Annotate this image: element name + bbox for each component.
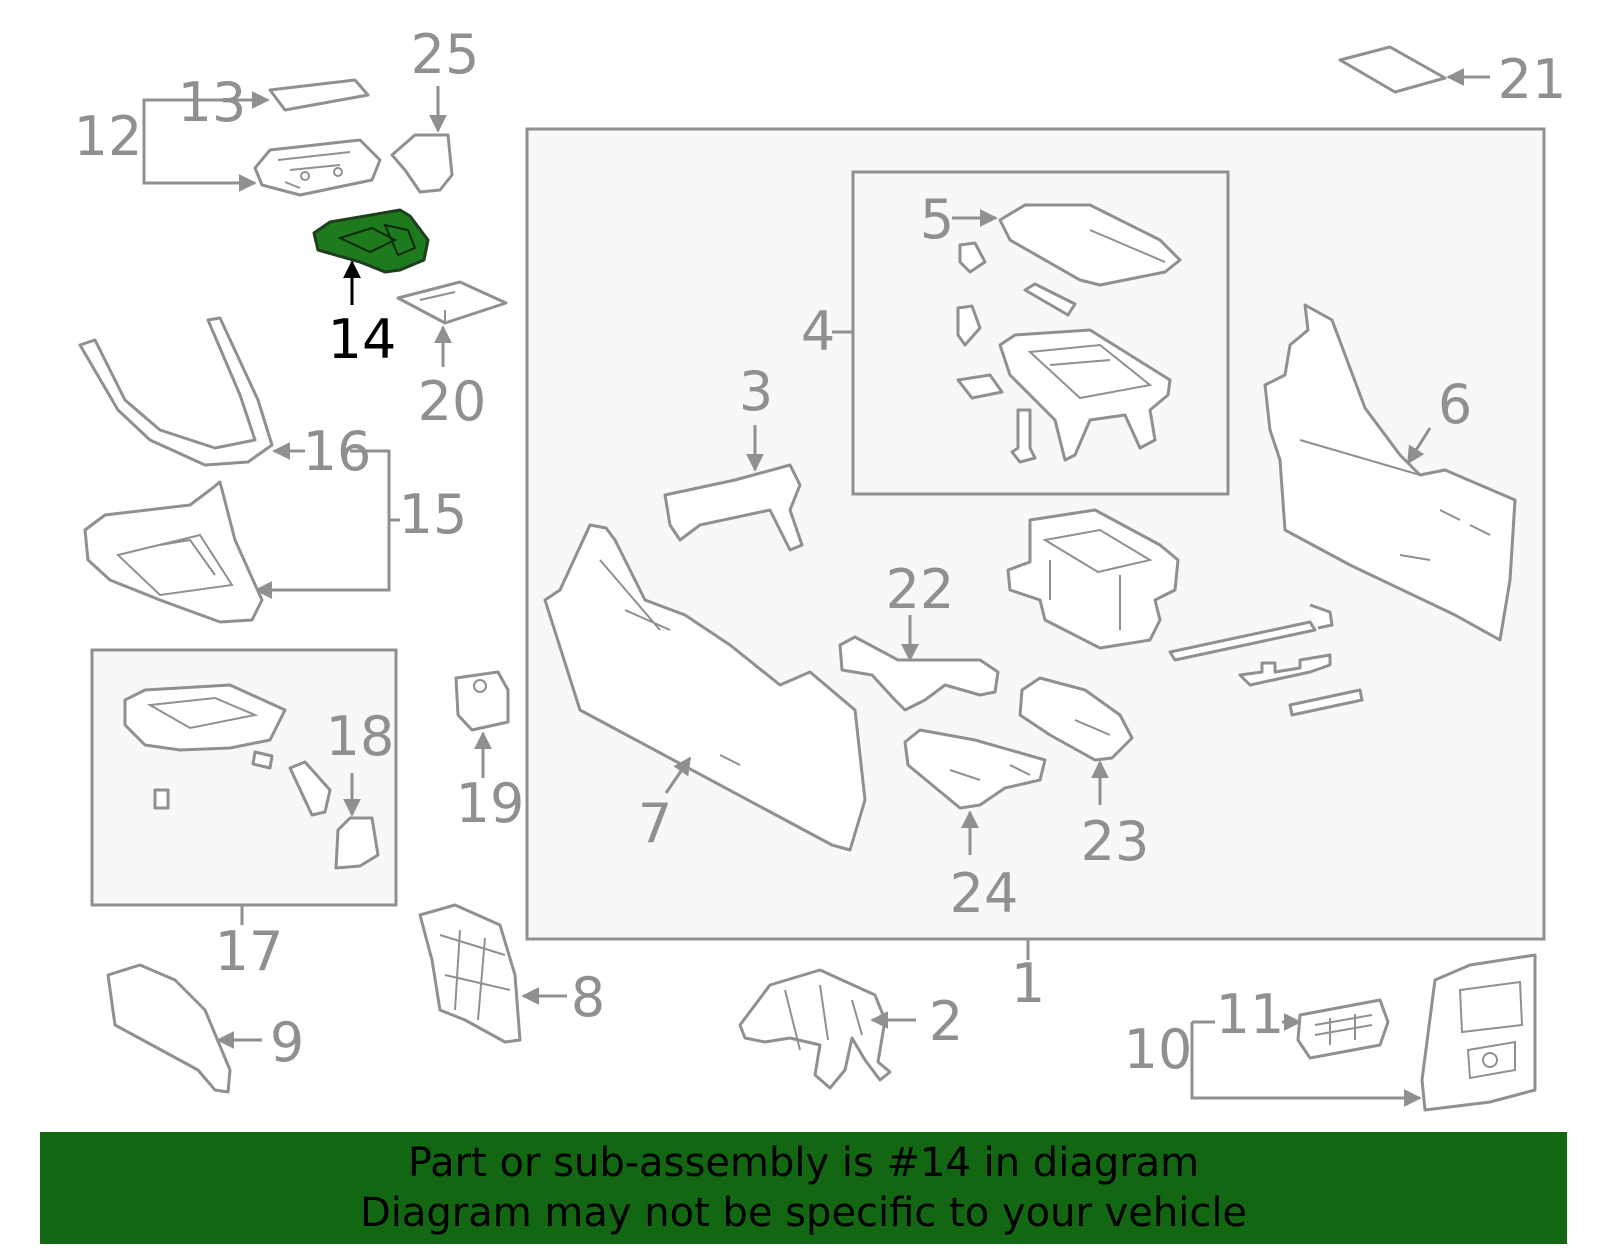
callout-9: 9 xyxy=(270,1011,304,1074)
callout-22: 22 xyxy=(886,558,955,621)
part-console-box xyxy=(1006,508,1180,650)
part-21-cover xyxy=(1338,45,1490,94)
part-22-duct xyxy=(838,615,1000,712)
part-3-bracket xyxy=(663,425,804,552)
callout-17: 17 xyxy=(215,920,284,983)
callout-16: 16 xyxy=(303,420,372,483)
part-23-duct xyxy=(1018,676,1134,805)
callout-21: 21 xyxy=(1498,48,1567,111)
callout-1: 1 xyxy=(1011,952,1045,1015)
callout-24: 24 xyxy=(950,862,1019,925)
part-17-cupholder xyxy=(123,683,332,817)
part-24-duct xyxy=(903,728,1047,855)
callout-12-bracket xyxy=(142,91,270,192)
part-11-vent xyxy=(1296,998,1390,1060)
callout-10-bracket xyxy=(1190,1013,1422,1107)
part-4-armrest-base xyxy=(956,304,1172,464)
callout-7: 7 xyxy=(638,792,672,855)
callout-5: 5 xyxy=(920,188,954,251)
callout-20: 20 xyxy=(418,370,487,433)
part-13-lid xyxy=(268,78,370,112)
callout-4: 4 xyxy=(801,300,835,363)
callout-19: 19 xyxy=(456,772,525,835)
callout-15-bracket xyxy=(254,449,400,599)
callout-2: 2 xyxy=(929,990,963,1053)
part-10-rear-panel xyxy=(1420,953,1537,1112)
part-6-side-panel xyxy=(1263,303,1517,642)
callout-6: 6 xyxy=(1438,373,1472,436)
callout-23: 23 xyxy=(1081,810,1150,873)
part-5-armrest xyxy=(952,203,1182,317)
callout-14: 14 xyxy=(328,308,397,371)
banner-line-2: Diagram may not be specific to your vehi… xyxy=(359,1190,1248,1236)
part-18-clip xyxy=(334,773,380,870)
callout-18: 18 xyxy=(326,705,395,768)
callout-13: 13 xyxy=(178,71,247,134)
part-25-clip xyxy=(390,86,454,194)
callout-8: 8 xyxy=(571,966,605,1029)
part-14-highlighted xyxy=(312,208,430,305)
part-20-mat xyxy=(396,280,508,367)
part-9-panel xyxy=(106,963,262,1094)
part-2-bracket xyxy=(738,968,916,1090)
notice-banner: Part or sub-assembly is #14 in diagram D… xyxy=(40,1132,1567,1244)
part-16-trim xyxy=(78,316,305,467)
part-12-tray xyxy=(253,138,382,197)
part-rods xyxy=(1168,603,1364,717)
callout-3: 3 xyxy=(739,360,773,423)
part-7-console-side xyxy=(543,523,867,852)
callout-12: 12 xyxy=(74,105,143,168)
callout-15: 15 xyxy=(399,483,468,546)
callout-10: 10 xyxy=(1124,1018,1193,1081)
part-19-bracket xyxy=(454,670,510,778)
callout-25: 25 xyxy=(411,23,480,86)
part-15-console-panel xyxy=(83,480,264,624)
callout-11: 11 xyxy=(1216,983,1285,1046)
banner-line-1: Part or sub-assembly is #14 in diagram xyxy=(407,1140,1200,1186)
part-8-panel xyxy=(418,903,567,1044)
